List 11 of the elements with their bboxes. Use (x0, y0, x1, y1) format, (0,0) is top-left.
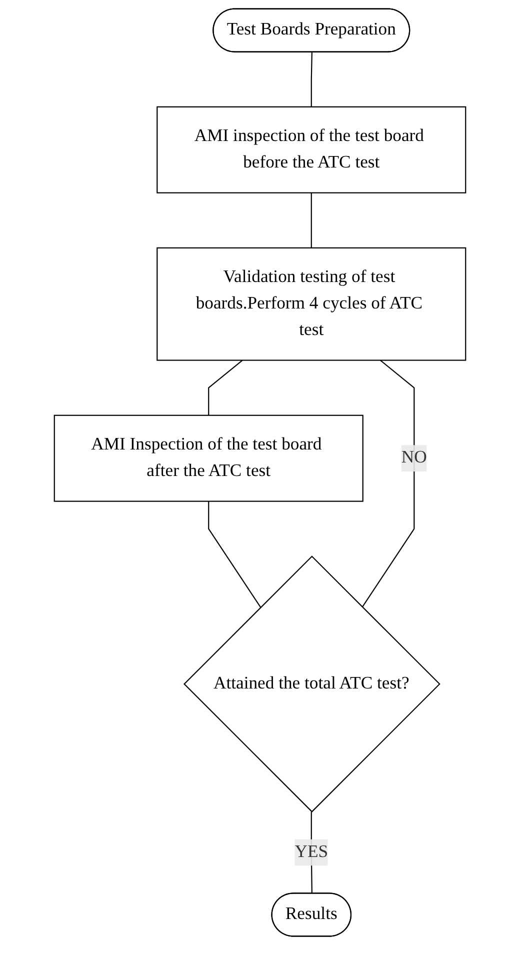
node-box: Validation testing of test boards.Perform 4 cycles of ATC test (156, 247, 466, 361)
node-diamond: Attained the total ATC test? (184, 556, 440, 812)
connector (208, 501, 261, 608)
connector (310, 52, 312, 107)
node-box: AMI Inspection of the test board after the ATC test (54, 414, 364, 502)
edge-label: NO (401, 448, 427, 468)
connector (362, 360, 415, 608)
edge-label: YES (294, 842, 328, 862)
connector (310, 192, 312, 248)
node-box: AMI inspection of the test board before the ATC test (156, 106, 466, 194)
connector (208, 360, 243, 416)
